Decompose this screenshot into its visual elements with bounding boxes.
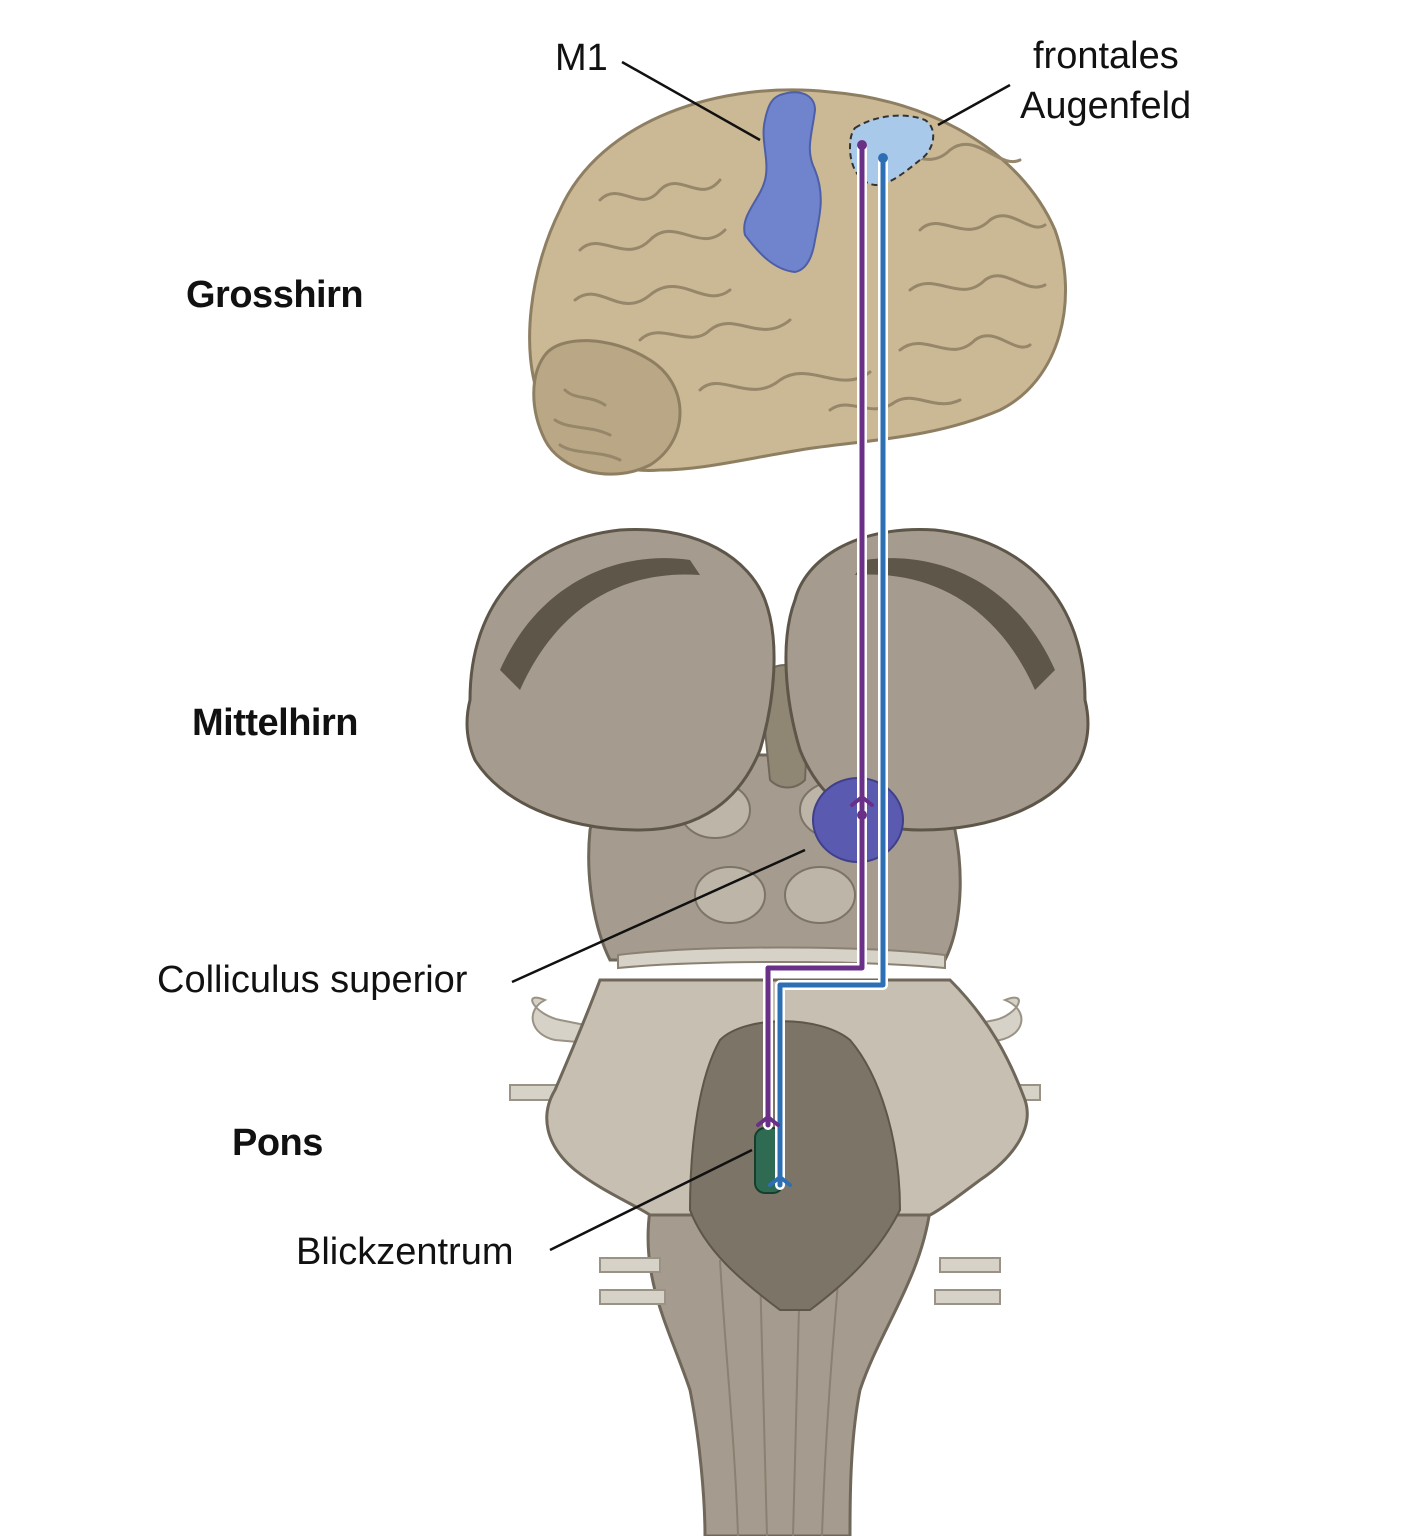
m1-region — [743, 91, 822, 274]
left-thalamus — [465, 528, 776, 832]
purple-pathway-origin — [857, 140, 867, 150]
purple-pathway — [765, 142, 865, 1128]
frontal-eye-field-label-line2: Augenfeld — [1020, 85, 1192, 127]
frontal-eye-field-region — [848, 114, 935, 187]
m1-leader-line — [621, 60, 761, 142]
m1-label: M1 — [555, 37, 608, 79]
grosshirn-label: Grosshirn — [186, 274, 364, 316]
cerebellum — [532, 339, 682, 476]
cerebrum — [528, 88, 1067, 476]
mittelhirn-label: Mittelhirn — [192, 702, 358, 744]
pons-label: Pons — [232, 1122, 323, 1164]
fef-leader-line — [937, 83, 1011, 127]
frontal-eye-field-label-line1: frontales — [1033, 35, 1179, 77]
blue-pathway-origin — [878, 153, 888, 163]
colliculus-leader-line — [511, 848, 806, 984]
right-thalamus-stripe — [855, 558, 1055, 690]
cerebral-gyri — [553, 142, 1047, 462]
purple-terminal-blickzentrum — [756, 1115, 780, 1127]
purple-terminal-colliculus — [850, 795, 874, 807]
blue-terminal-blickzentrum — [768, 1175, 792, 1187]
colliculus-superior-label: Colliculus superior — [157, 959, 468, 1001]
fourth-ventricle — [688, 1020, 902, 1311]
leader-lines — [511, 60, 1011, 1252]
blue-pathway — [777, 155, 886, 1188]
blickzentrum-label: Blickzentrum — [296, 1231, 514, 1273]
purple-pathway-colliculus-node — [857, 810, 867, 820]
blickzentrum-leader-line — [549, 1148, 753, 1252]
pathways — [756, 140, 888, 1190]
left-thalamus-stripe — [500, 558, 700, 690]
